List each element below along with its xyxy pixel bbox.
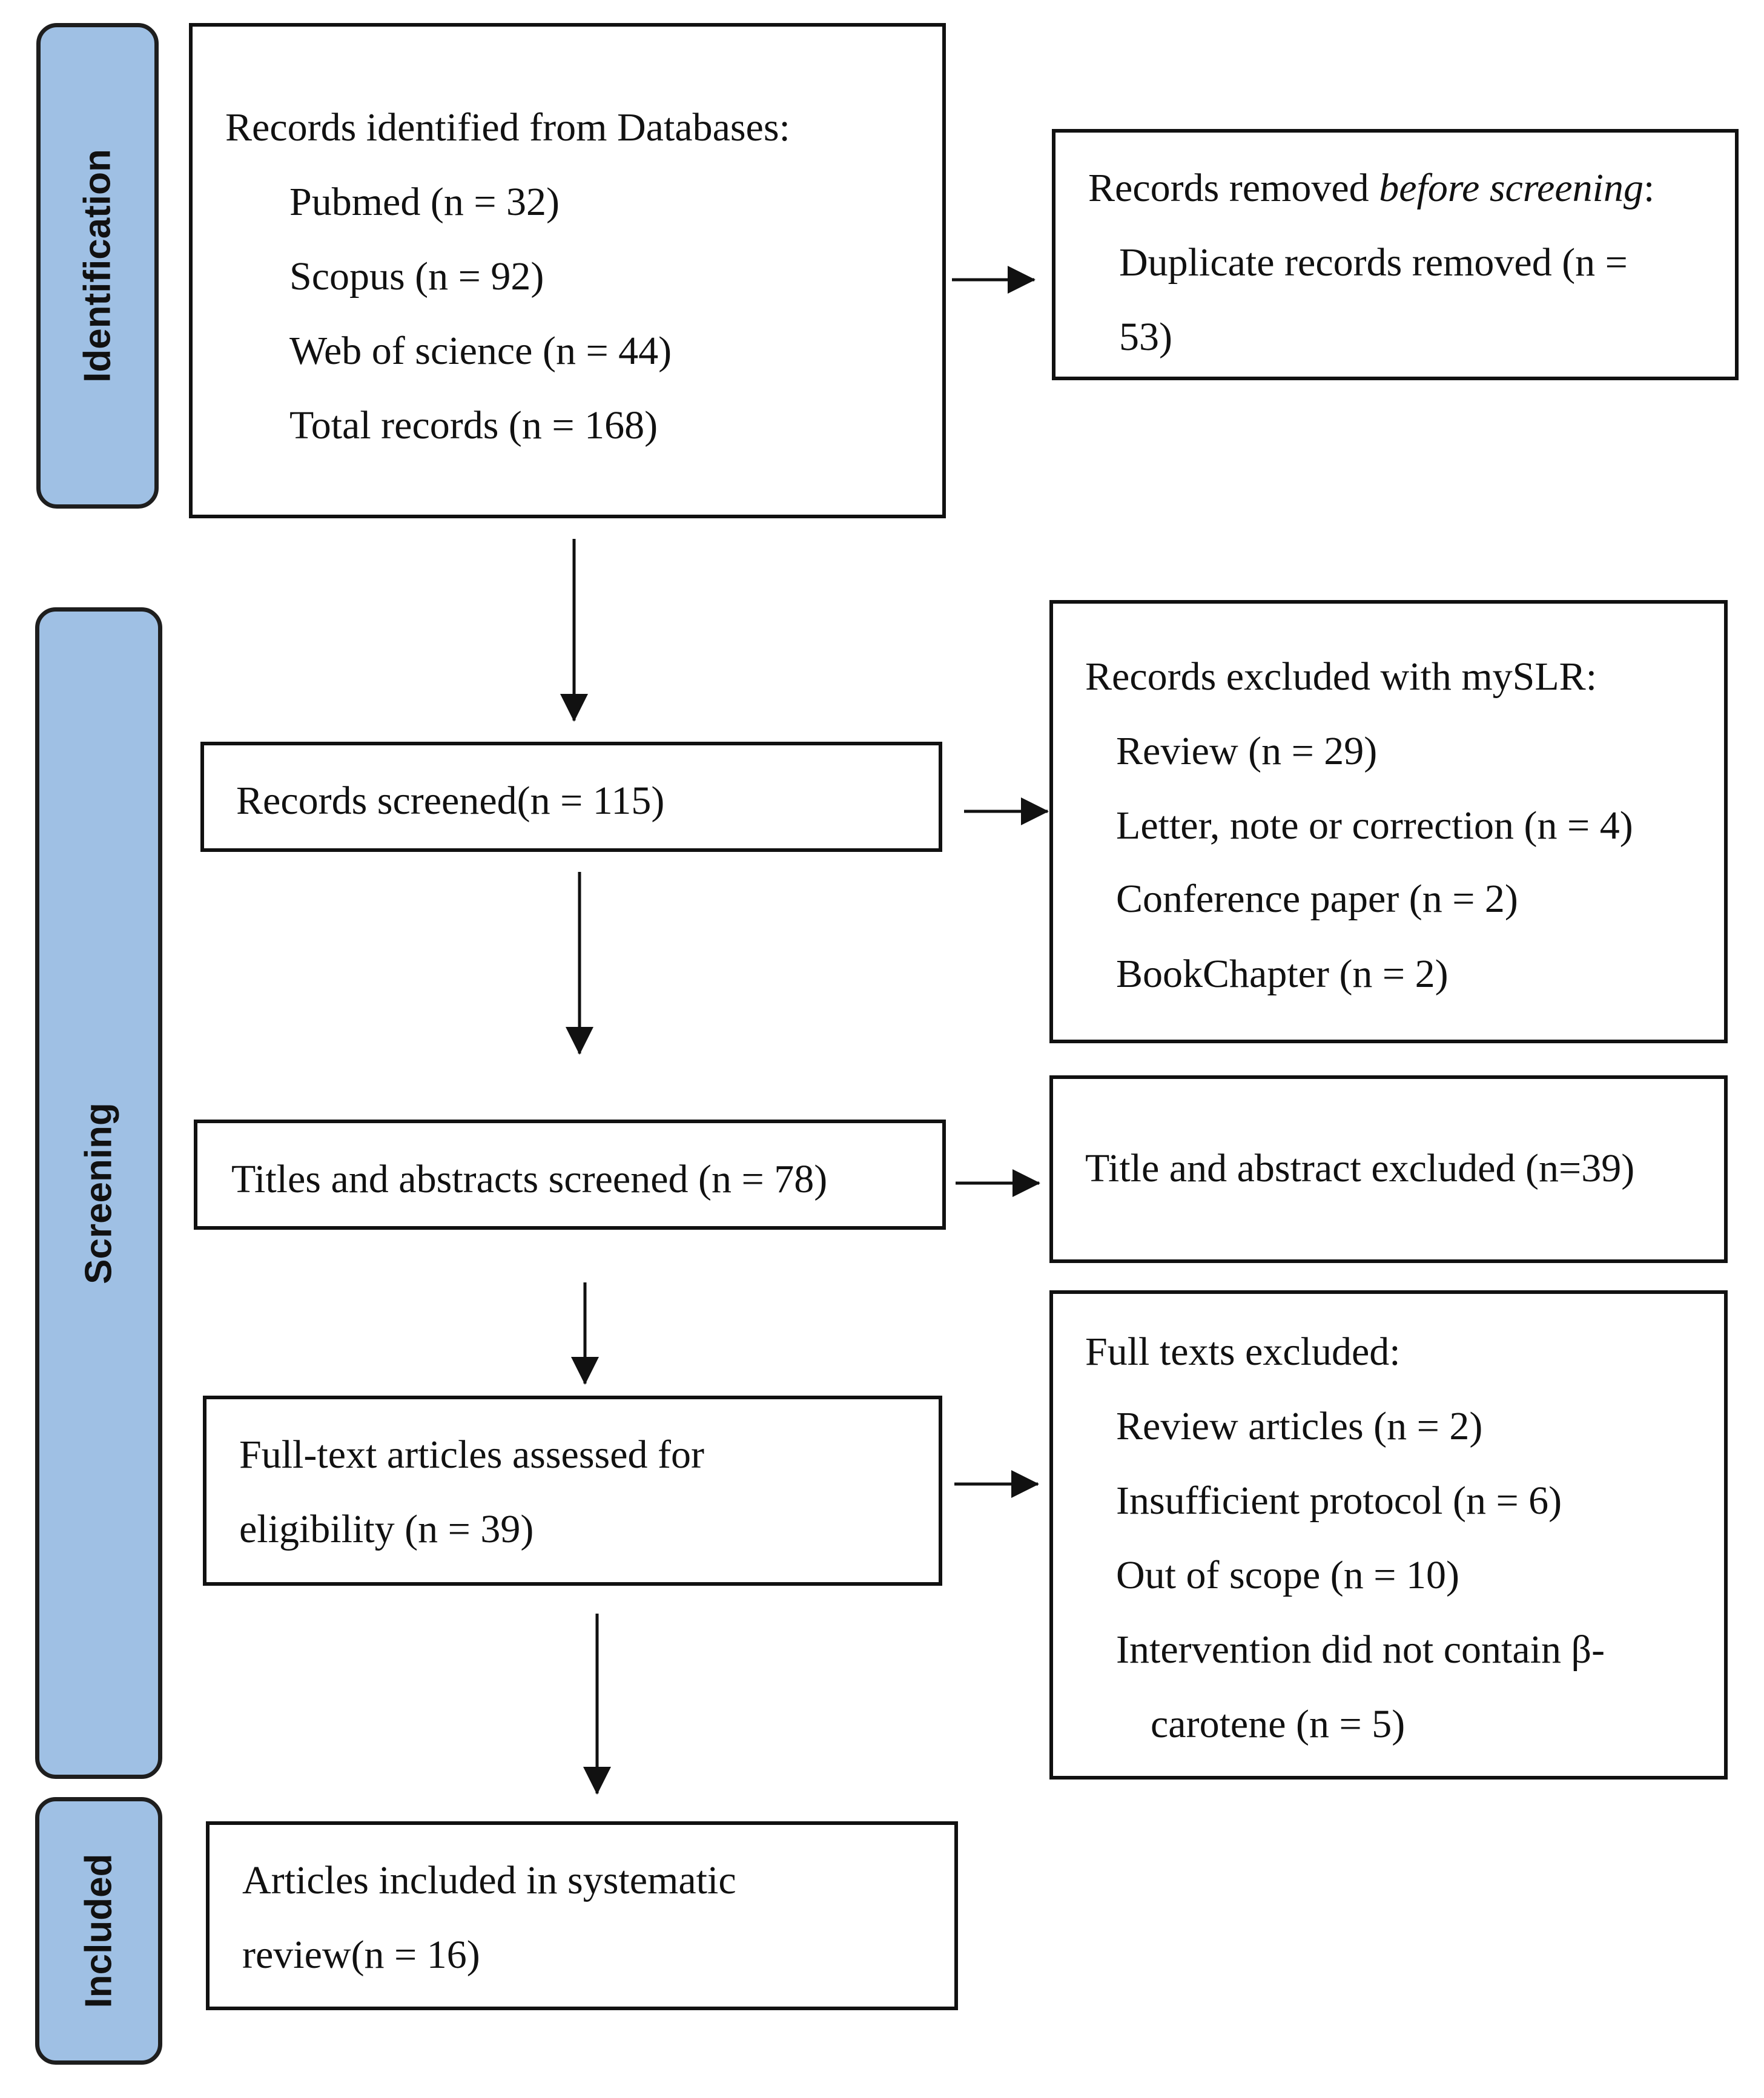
records-excluded-myslr-heading: Records excluded with mySLR: [1085,655,1597,699]
titles-abstracts-screened-label: Titles and abstracts screened (n = 78) [231,1157,828,1201]
fulltext-excluded-box [1049,1290,1728,1780]
excluded-review-articles-count: Review articles (n = 2) [1116,1404,1483,1448]
excluded-out-of-scope-count: Out of scope (n = 10) [1116,1553,1459,1597]
duplicate-records-line2: 53) [1119,315,1172,359]
records-removed-heading-pre: Records removed [1088,166,1379,210]
fulltext-assessed-line2: eligibility (n = 39) [239,1507,534,1551]
fulltext-excluded-heading: Full texts excluded: [1085,1330,1401,1374]
records-screened-label: Records screened(n = 115) [236,779,665,823]
title-abstract-excluded-box [1049,1075,1728,1263]
records-removed-heading-post: : [1643,166,1655,210]
included-phase-bar: Included [35,1797,162,2065]
excluded-letter-count: Letter, note or correction (n = 4) [1116,803,1633,848]
records-excluded-myslr-box [1049,600,1728,1043]
web-of-science-count: Web of science (n = 44) [289,329,672,373]
title-abstract-excluded-label: Title and abstract excluded (n=39) [1085,1146,1635,1190]
records-removed-heading: Records removed before screening: [1088,168,1654,208]
excluded-intervention-line2: carotene (n = 5) [1151,1702,1406,1746]
excluded-conference-count: Conference paper (n = 2) [1116,877,1518,921]
fulltext-assessed-line1: Full-text articles assessed for [239,1433,704,1477]
pubmed-count: Pubmed (n = 32) [289,180,560,224]
excluded-insufficient-protocol-count: Insufficient protocol (n = 6) [1116,1479,1562,1523]
records-screened-box [200,742,942,852]
fulltext-assessed-box [203,1396,942,1586]
before-screening-text: before screening [1379,166,1643,210]
excluded-intervention-line1: Intervention did not contain β- [1116,1628,1605,1672]
screening-phase-bar: Screening [35,607,162,1779]
duplicate-records-line1: Duplicate records removed (n = [1119,240,1628,285]
identification-phase-bar: Identification [36,23,159,509]
records-removed-box [1052,129,1739,380]
excluded-bookchapter-count: BookChapter (n = 2) [1116,952,1449,996]
records-identified-heading: Records identified from Databases: [225,105,790,150]
articles-included-box [206,1821,958,2010]
articles-included-line2: review(n = 16) [242,1933,480,1977]
scopus-count: Scopus (n = 92) [289,254,544,299]
excluded-review-count: Review (n = 29) [1116,729,1378,773]
articles-included-line1: Articles included in systematic [242,1858,736,1902]
titles-abstracts-screened-box [194,1120,946,1230]
records-identified-box [189,23,946,518]
total-records-count: Total records (n = 168) [289,403,658,447]
